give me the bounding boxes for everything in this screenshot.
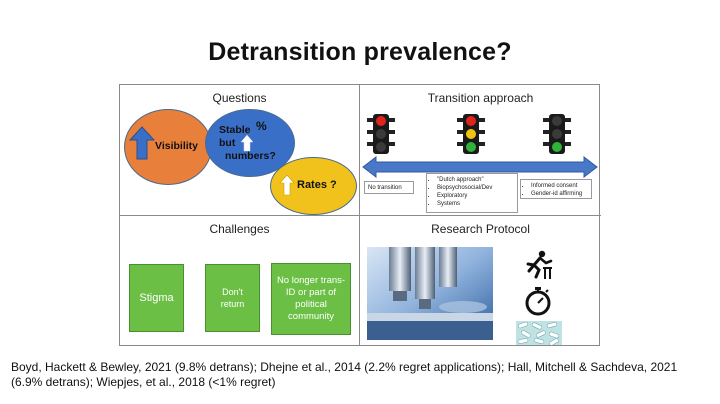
transition-title: Transition approach xyxy=(427,91,534,105)
visibility-label: Visibility xyxy=(155,140,198,152)
numbers-label: numbers? xyxy=(225,150,276,162)
content-grid: Questions Visibility Stable % but number… xyxy=(119,84,601,346)
stable-bubble: Stable % but numbers? xyxy=(205,109,295,177)
microscope-image xyxy=(367,247,493,340)
traffic-light-icon-green xyxy=(543,114,571,154)
but-label: but xyxy=(219,137,236,149)
visibility-bubble: Visibility xyxy=(124,109,212,185)
dont-return-label: Don't return xyxy=(220,287,245,309)
no-longer-label: No longer trans-ID or part of political … xyxy=(276,275,346,322)
middle-item: Systems xyxy=(437,200,515,208)
percent-label: % xyxy=(256,119,267,133)
challenges-title: Challenges xyxy=(209,222,270,236)
no-transition-label: No transition xyxy=(368,185,402,191)
middle-item: Exploratory xyxy=(437,192,515,200)
up-arrow-icon xyxy=(240,134,254,152)
traffic-light-icon-amber xyxy=(457,114,485,154)
dont-return-box: Don't return xyxy=(205,264,260,332)
pills-icon xyxy=(516,321,562,345)
stigma-label: Stigma xyxy=(139,292,174,304)
middle-item: Biopsychosocial/Dev xyxy=(437,184,515,192)
rates-label: Rates ? xyxy=(297,179,337,191)
affirming-box: Informed consent Gender-id affirming xyxy=(520,179,592,199)
spectrum-arrow xyxy=(362,156,598,178)
stigma-box: Stigma xyxy=(129,264,184,332)
citation-text: Boyd, Hackett & Bewley, 2021 (9.8% detra… xyxy=(11,360,678,389)
hurdle-runner-icon xyxy=(526,250,553,279)
protocol-title: Research Protocol xyxy=(431,222,530,236)
affirming-item: Gender-id affirming xyxy=(531,190,589,198)
middle-approach-box: "Dutch approach" Biopsychosocial/Dev Exp… xyxy=(426,173,518,213)
middle-item: "Dutch approach" xyxy=(437,176,515,184)
up-arrow-icon xyxy=(279,174,295,196)
challenges-panel: Challenges Stigma Don't return No longer… xyxy=(120,216,360,346)
questions-title: Questions xyxy=(212,91,267,105)
no-transition-box: No transition xyxy=(364,181,414,194)
rates-bubble: Rates ? xyxy=(270,157,357,215)
no-longer-box: No longer trans-ID or part of political … xyxy=(271,263,351,335)
questions-panel: Questions Visibility Stable % but number… xyxy=(120,85,360,216)
traffic-light-icon-red xyxy=(367,114,395,154)
protocol-panel: Research Protocol xyxy=(360,216,601,346)
stopwatch-icon xyxy=(525,287,551,316)
slide-title: Detransition prevalence? xyxy=(208,38,512,66)
affirming-item: Informed consent xyxy=(531,182,589,190)
stable-label: Stable xyxy=(219,124,251,136)
up-arrow-icon xyxy=(129,126,155,160)
transition-panel: Transition approach xyxy=(360,85,601,216)
